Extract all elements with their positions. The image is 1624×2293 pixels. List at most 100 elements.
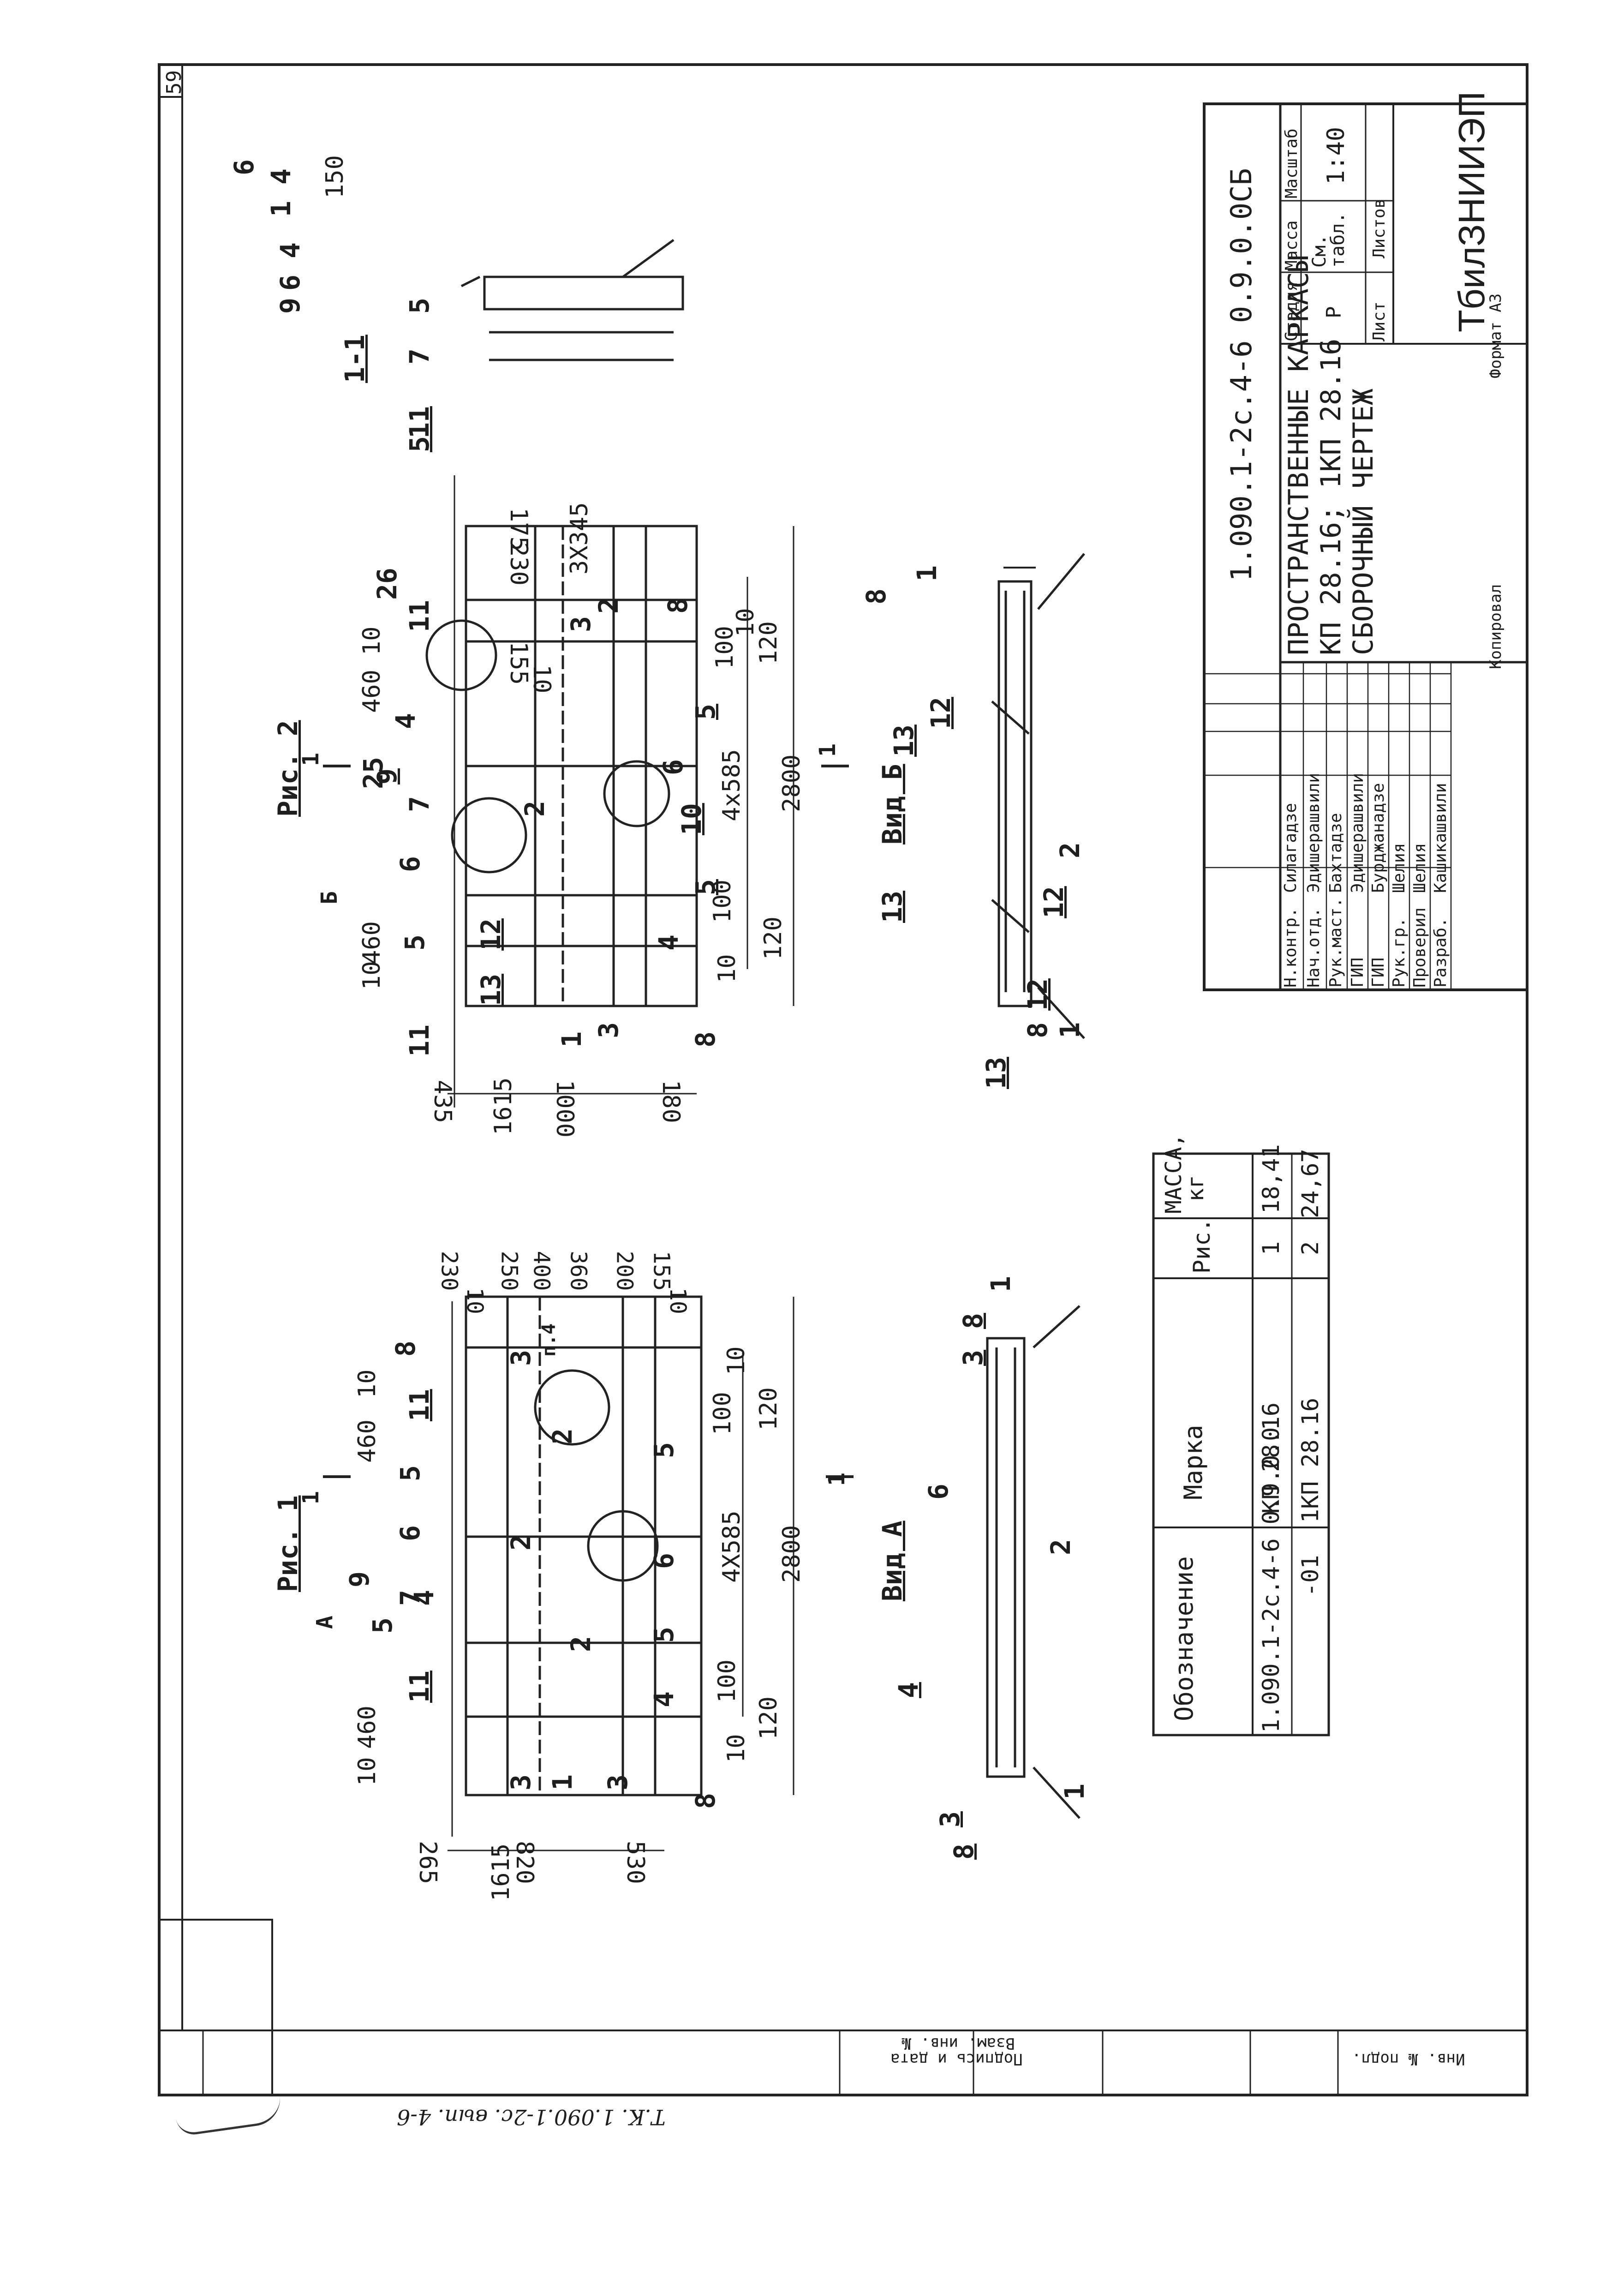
- fig2-dim-bottom-1: 435: [429, 1080, 456, 1123]
- fig1-dim-lower-6: 10: [722, 1346, 750, 1375]
- sig-name-6: Шелия: [1390, 843, 1409, 893]
- fig1-callout-9: 9: [344, 1571, 375, 1587]
- fig1-callout-6: 6: [394, 1525, 426, 1541]
- spec-header-mark: Марка: [1179, 1425, 1208, 1500]
- fig1-dim-top-3: 250: [496, 1251, 522, 1291]
- section-callout-4b: 4: [265, 168, 297, 185]
- fig2-callout-4: 4: [390, 713, 421, 729]
- view-b-callout-12a: 12: [1022, 978, 1053, 1011]
- sig-role-2: Нач.отд.: [1304, 907, 1323, 988]
- fig2-section-marker-bottom: 1: [815, 743, 841, 757]
- fig1-dim-len-2: 2800: [778, 1525, 806, 1583]
- view-b-callout-1a: 1: [1054, 1022, 1086, 1038]
- view-b-callout-12c: 12: [925, 697, 956, 729]
- fig1-dim-top-4: 400: [528, 1251, 555, 1291]
- fig2-callout-11a: 11: [404, 1024, 435, 1057]
- fig1-dim-top-2: 230: [436, 1251, 462, 1291]
- fig2-callout-8a: 8: [690, 1031, 721, 1048]
- fig2-dim-lower-3: 10: [713, 954, 741, 983]
- view-a-callout-8b: 8: [957, 1313, 989, 1329]
- fig1-dim-top-7: 155: [648, 1251, 675, 1291]
- sig-role-8: Разраб.: [1431, 917, 1450, 988]
- view-b-callout-2: 2: [1054, 842, 1086, 858]
- section-callout-11: 11: [404, 406, 435, 438]
- fig2-callout-26: 26: [371, 568, 403, 600]
- fig2-callout-6b: 6: [657, 759, 689, 775]
- fig1-callout-8a: 8: [390, 1341, 421, 1357]
- sig-name-2: Эдишерашвили: [1304, 772, 1323, 893]
- fig2-callout-3b: 3: [565, 616, 597, 632]
- view-a-callout-4: 4: [893, 1682, 924, 1698]
- fig2-dim-lower-2: 120: [759, 916, 787, 960]
- view-b-title: Вид Б: [877, 764, 908, 844]
- fig1-dim-bottom-total: 1615: [487, 1843, 515, 1901]
- fig1-callout-11b: 11: [404, 1389, 435, 1421]
- fig2-dim-bottom-3: 180: [657, 1080, 685, 1123]
- view-a-title: Вид А: [877, 1521, 908, 1601]
- section-callout-4a: 4: [275, 242, 306, 258]
- fig2-callout-6: 6: [394, 856, 426, 872]
- fig2-callout-1: 1: [556, 1031, 587, 1048]
- section-callout-9: 9: [275, 298, 306, 314]
- fig2-dim-len-1: 4x585: [718, 749, 746, 821]
- section-title: 1-1: [339, 335, 370, 383]
- fig1-dim-lower-4: 100: [709, 1392, 736, 1435]
- spec-table-frame: [1152, 1152, 1330, 1736]
- fig1-view-marker: А: [312, 1616, 338, 1629]
- scale-header: Масштаб: [1282, 128, 1301, 198]
- fig2-dim-right-2: 460: [358, 670, 386, 713]
- fig2-callout-2a: 2: [519, 801, 550, 817]
- fig1-section-marker-bottom: 1: [824, 1473, 850, 1486]
- org-name: ТбилЗНИИЭП: [1451, 91, 1492, 332]
- strip-orig-inv: Инв. № подл.: [1352, 2050, 1465, 2068]
- section-geometry: [460, 239, 684, 361]
- fig1-geometry: [323, 1295, 854, 1851]
- fig2-callout-4b: 4: [653, 934, 684, 951]
- strip-replace-inv: Взам. инв. №: [902, 2034, 1015, 2053]
- sig-name-1: Силагадзе: [1281, 802, 1300, 893]
- sig-role-5: ГИП: [1369, 957, 1388, 988]
- fig1-callout-5a: 5: [367, 1617, 398, 1634]
- fig1-callout-1: 1: [547, 1774, 578, 1790]
- fig1-dim-lower-1: 100: [713, 1659, 741, 1703]
- fig1-dim-top-1: 10: [461, 1287, 488, 1314]
- view-b-callout-13b: 13: [877, 891, 908, 923]
- fig1-callout-p4: п.4: [538, 1323, 560, 1357]
- section-dim-150: 150: [321, 155, 349, 198]
- fig1-callout-3b: 3: [505, 1774, 537, 1790]
- fig2-dim-left-1: 10: [358, 961, 386, 990]
- document-title-line-3: СБОРОЧНЫЙ ЧЕРТЕЖ: [1347, 389, 1379, 655]
- fig2-callout-10: 10: [676, 803, 707, 835]
- sig-name-4: Эдишерашвили: [1348, 772, 1367, 893]
- view-b-callout-1b: 1: [911, 565, 943, 581]
- view-a-geometry: [986, 1305, 1081, 1819]
- section-callout-6a: 6: [275, 275, 306, 291]
- view-a-callout-6: 6: [923, 1484, 954, 1500]
- fig1-dim-left-1: 10: [353, 1757, 381, 1786]
- view-a-callout-1b: 1: [985, 1276, 1016, 1292]
- view-b-callout-13a: 13: [980, 1057, 1012, 1089]
- drawing-frame: [158, 63, 1528, 2096]
- spec-row1-mass: 18,41: [1258, 1144, 1284, 1214]
- section-callout-1: 1: [265, 201, 297, 217]
- spec-header-fig: Рис.: [1188, 1218, 1215, 1274]
- scale-value: 1:40: [1322, 126, 1350, 185]
- fig2-geometry: [323, 475, 1036, 1108]
- fig2-dim-lower-6: 10: [732, 608, 759, 637]
- sig-name-5: Бурджанадзе: [1369, 783, 1388, 893]
- sig-name-7: Шелия: [1410, 843, 1429, 893]
- mass-value: См. табл.: [1309, 212, 1349, 268]
- sig-role-1: Н.контр.: [1281, 907, 1300, 988]
- sig-name-3: Бахтадзе: [1326, 813, 1345, 893]
- fig1-dim-right-1: 10: [353, 1369, 381, 1398]
- document-title-line-2: КП 28.16; 1КП 28.16: [1315, 338, 1347, 655]
- sig-role-6: Рук.гр.: [1390, 917, 1409, 988]
- fig1-callout-8b: 8: [690, 1793, 721, 1809]
- view-b-callout-8b: 8: [860, 588, 892, 605]
- spec-header-mass: МАССА, кг: [1161, 1133, 1209, 1214]
- fig1-callout-4a: 4: [408, 1590, 440, 1606]
- fig1-dim-bottom-1: 265: [413, 1841, 442, 1884]
- section-callout-6b: 6: [228, 159, 260, 175]
- fig1-dim-top-5: 360: [565, 1251, 591, 1291]
- sig-role-7: Проверил: [1410, 907, 1429, 988]
